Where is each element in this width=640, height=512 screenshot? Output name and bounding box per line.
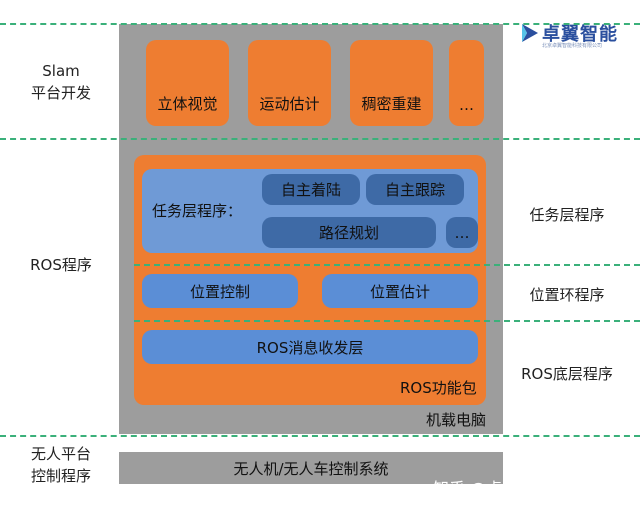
dashed-separator-position <box>134 320 640 322</box>
task-layer-title: 任务层程序： <box>152 202 243 220</box>
slam-tile-more: … <box>449 40 484 126</box>
dashed-separator-bottom <box>0 435 640 437</box>
watermark: 知乎 @卓翼智能无人机 <box>433 479 599 498</box>
task-auto-landing: 自主着陆 <box>262 174 360 205</box>
label-uav-line1: 无人平台 <box>30 445 91 463</box>
position-control: 位置控制 <box>142 274 298 308</box>
ros-package-label: ROS功能包 <box>400 379 477 397</box>
task-path-planning: 路径规划 <box>262 217 436 248</box>
logo-name: 卓翼智能 <box>542 24 618 45</box>
label-task-program: 任务层程序 <box>529 206 605 224</box>
task-more: … <box>446 217 478 248</box>
slam-tile-dense-reconstruction: 稠密重建 <box>350 40 433 126</box>
label-slam-line2: 平台开发 <box>30 84 91 102</box>
dashed-separator-top <box>0 23 640 25</box>
slam-tile-motion-estimation: 运动估计 <box>248 40 331 126</box>
label-ros: ROS程序 <box>30 256 92 274</box>
label-uav-line2: 控制程序 <box>30 467 91 485</box>
control-system-bar: 无人机/无人车控制系统 <box>119 452 503 484</box>
wing-logo-icon <box>522 24 538 42</box>
label-ros-low-program: ROS底层程序 <box>521 365 613 383</box>
slam-tile-stereo-vision: 立体视觉 <box>146 40 229 126</box>
company-logo: 卓翼智能 北京卓翼智能科技有限公司 <box>520 20 635 52</box>
position-estimate: 位置估计 <box>322 274 478 308</box>
task-auto-tracking: 自主跟踪 <box>366 174 464 205</box>
label-slam-line1: Slam <box>42 62 80 80</box>
dashed-separator-task <box>134 264 640 266</box>
dashed-separator-slam <box>0 138 640 140</box>
ros-message-layer: ROS消息收发层 <box>142 330 478 364</box>
logo-subtitle: 北京卓翼智能科技有限公司 <box>542 43 603 49</box>
onboard-computer-label: 机载电脑 <box>426 411 487 429</box>
label-position-program: 位置环程序 <box>529 286 605 304</box>
